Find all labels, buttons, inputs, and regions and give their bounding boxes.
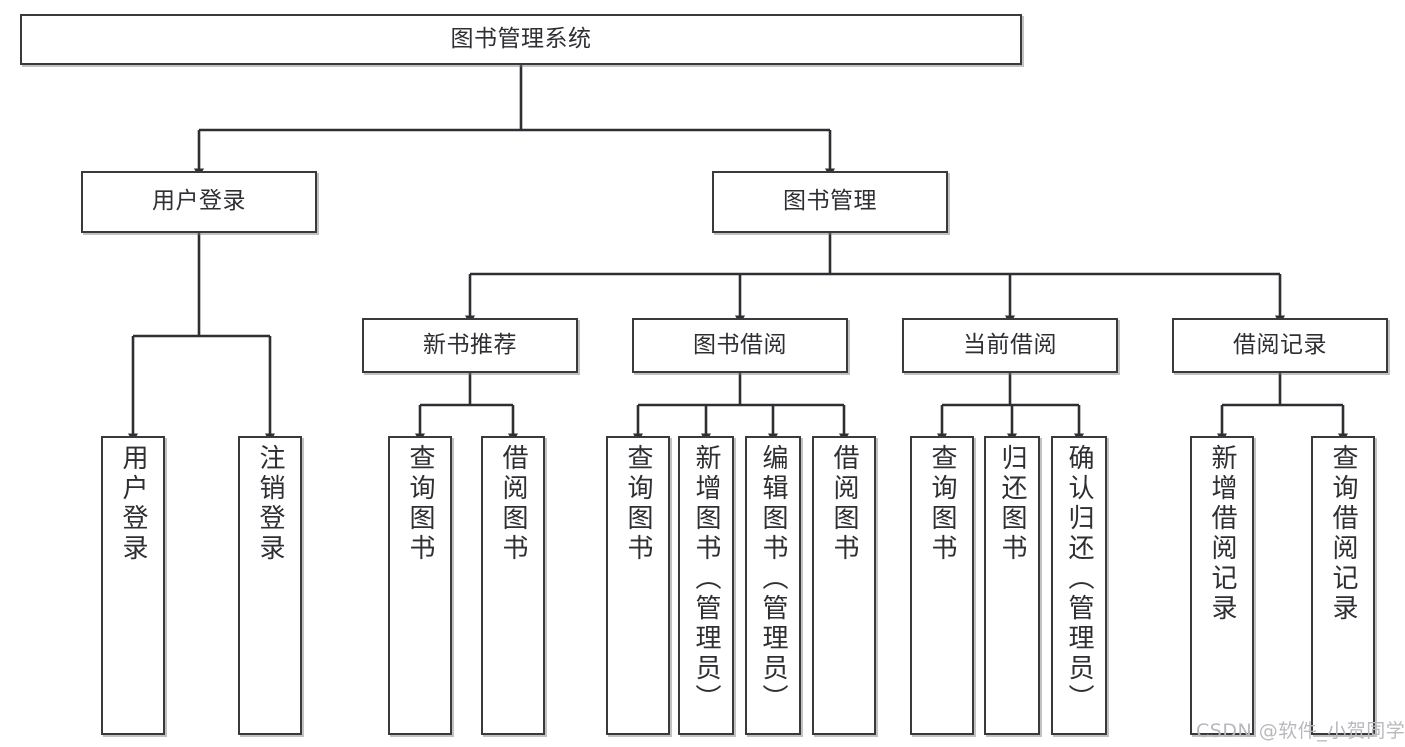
node-label: 借阅图书 — [498, 444, 528, 564]
edge-group — [128, 65, 1348, 443]
node-label: 查询图书 — [623, 444, 653, 564]
node-label: 新增借阅记录 — [1207, 444, 1237, 624]
node-leaf-borrow-book-2[interactable]: 借阅图书 — [812, 436, 876, 735]
node-leaf-edit-book[interactable]: 编辑图书（管理员） — [745, 436, 801, 735]
node-root[interactable]: 图书管理系统 — [20, 14, 1022, 65]
node-label: 查询借阅记录 — [1328, 444, 1358, 624]
node-leaf-user-login[interactable]: 用户登录 — [101, 436, 165, 735]
node-leaf-query-book-3[interactable]: 查询图书 — [910, 436, 974, 735]
node-label: 借阅记录 — [1233, 331, 1327, 358]
node-book-manage[interactable]: 图书管理 — [712, 171, 948, 233]
node-leaf-user-logout[interactable]: 注销登录 — [238, 436, 302, 735]
node-label: 确认归还（管理员） — [1064, 444, 1094, 714]
node-leaf-confirm-return[interactable]: 确认归还（管理员） — [1051, 436, 1107, 735]
node-label: 查询图书 — [927, 444, 957, 564]
node-book-borrow[interactable]: 图书借阅 — [632, 318, 848, 373]
node-leaf-add-record[interactable]: 新增借阅记录 — [1190, 436, 1254, 735]
node-label: 图书管理 — [783, 188, 877, 215]
node-borrow-record[interactable]: 借阅记录 — [1172, 318, 1388, 373]
node-label: 图书借阅 — [693, 331, 787, 358]
node-label: 用户登录 — [152, 188, 246, 215]
node-label: 图书管理系统 — [450, 25, 592, 52]
node-label: 编辑图书（管理员） — [758, 444, 788, 714]
node-label: 查询图书 — [405, 444, 435, 564]
node-label: 新书推荐 — [423, 331, 517, 358]
csdn-watermark: CSDN @软件_小贺同学 — [1196, 720, 1405, 742]
node-label: 借阅图书 — [829, 444, 859, 564]
node-leaf-add-book[interactable]: 新增图书（管理员） — [678, 436, 734, 735]
node-leaf-query-book-2[interactable]: 查询图书 — [606, 436, 670, 735]
node-new-book-rec[interactable]: 新书推荐 — [362, 318, 578, 373]
node-label: 当前借阅 — [963, 331, 1057, 358]
node-leaf-return-book[interactable]: 归还图书 — [984, 436, 1040, 735]
node-leaf-borrow-book-1[interactable]: 借阅图书 — [481, 436, 545, 735]
node-user-login[interactable]: 用户登录 — [81, 171, 317, 233]
node-current-borrow[interactable]: 当前借阅 — [902, 318, 1118, 373]
node-label: 归还图书 — [997, 444, 1027, 564]
node-label: 用户登录 — [118, 444, 148, 564]
node-leaf-query-record[interactable]: 查询借阅记录 — [1311, 436, 1375, 735]
node-leaf-query-book-1[interactable]: 查询图书 — [388, 436, 452, 735]
node-label: 注销登录 — [255, 444, 285, 564]
node-label: 新增图书（管理员） — [691, 444, 721, 714]
